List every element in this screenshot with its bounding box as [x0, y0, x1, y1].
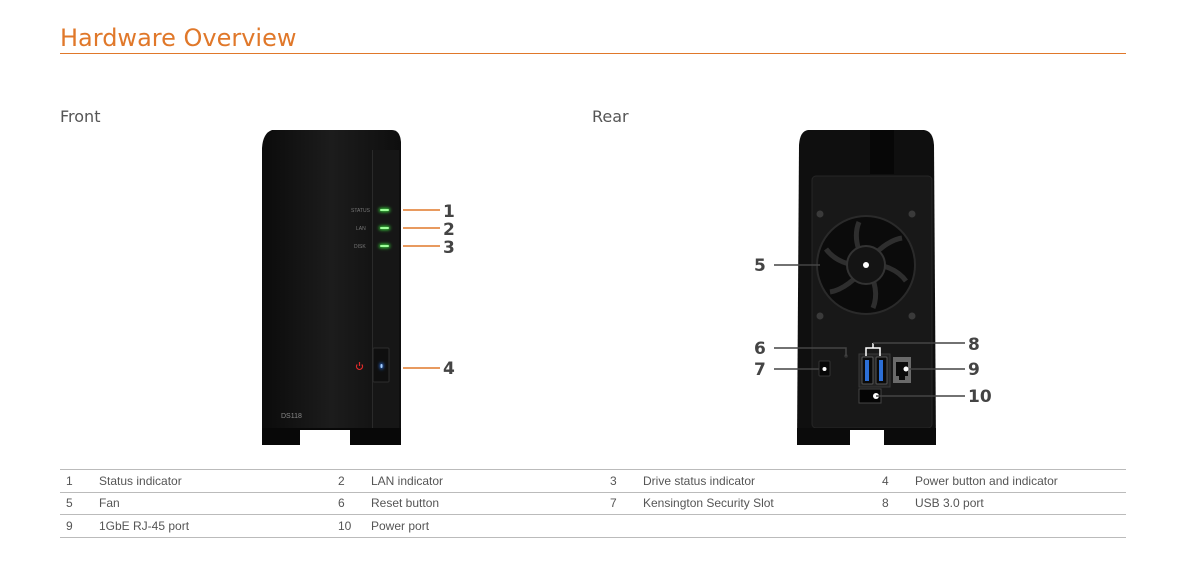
part-label: USB 3.0 port: [915, 496, 984, 511]
front-section-label: Front: [60, 107, 101, 126]
part-label: Power button and indicator: [915, 473, 1058, 488]
part-label: [643, 515, 876, 538]
part-number: 3: [610, 473, 617, 488]
callout-7: 7: [754, 360, 766, 380]
part-number: [604, 515, 643, 538]
callout-line-6: [774, 347, 847, 356]
callout-2: 2: [443, 220, 455, 240]
part-label: 1GbE RJ-45 port: [99, 518, 190, 533]
kensington-security-slot: [818, 360, 831, 377]
power-port[interactable]: [858, 388, 882, 404]
part-number: 10: [338, 518, 352, 533]
table-row: 1 Status indicator 2 LAN indicator 3 Dri…: [60, 469, 1126, 493]
fan: [816, 215, 916, 315]
status-led-label: STATUS: [351, 208, 371, 214]
disk-led-label: DISK: [354, 244, 366, 250]
part-number: 5: [66, 496, 73, 511]
part-label: Fan: [99, 496, 120, 511]
title-divider: [60, 53, 1126, 54]
callout-5: 5: [754, 256, 766, 276]
lan-indicator-led: [379, 226, 390, 230]
part-number: 6: [338, 496, 345, 511]
callout-dot-9: [903, 366, 909, 372]
part-label: Kensington Security Slot: [643, 496, 774, 511]
callout-3: 3: [443, 238, 455, 258]
part-number: 2: [338, 473, 345, 488]
part-label: Reset button: [371, 496, 440, 511]
callout-8: 8: [968, 335, 980, 355]
part-number: 8: [882, 496, 889, 511]
part-label: Power port: [371, 518, 430, 533]
part-label: Drive status indicator: [643, 473, 756, 488]
page-title: Hardware Overview: [60, 24, 297, 52]
part-number: 1: [66, 473, 73, 488]
front-device-body: [262, 130, 401, 445]
lan-led-label: LAN: [356, 226, 366, 232]
part-label: Status indicator: [99, 473, 182, 488]
callout-10: 10: [968, 387, 992, 407]
part-number: [876, 515, 915, 538]
callout-1: 1: [443, 202, 455, 222]
part-label: LAN indicator: [371, 473, 444, 488]
table-row: 5 Fan 6 Reset button 7 Kensington Securi…: [60, 492, 1126, 515]
rear-section-label: Rear: [592, 107, 629, 126]
parts-legend-table: 1 Status indicator 2 LAN indicator 3 Dri…: [60, 469, 1126, 538]
usb-3-0-ports[interactable]: [858, 353, 891, 388]
rj45-port[interactable]: [893, 357, 911, 383]
fan-screws: [816, 210, 916, 320]
power-icon: [355, 362, 364, 371]
status-indicator-led: [379, 208, 390, 212]
model-label: DS118: [281, 413, 302, 420]
table-row: 9 1GbE RJ-45 port 10 Power port: [60, 514, 1126, 538]
drive-status-indicator-led: [379, 244, 390, 248]
power-button[interactable]: [372, 347, 390, 383]
part-number: 7: [610, 496, 617, 511]
part-number: 4: [882, 473, 889, 488]
callout-4: 4: [443, 359, 455, 379]
callout-6: 6: [754, 339, 766, 359]
part-number: 9: [66, 518, 73, 533]
part-label: [915, 515, 1126, 538]
callout-9: 9: [968, 360, 980, 380]
